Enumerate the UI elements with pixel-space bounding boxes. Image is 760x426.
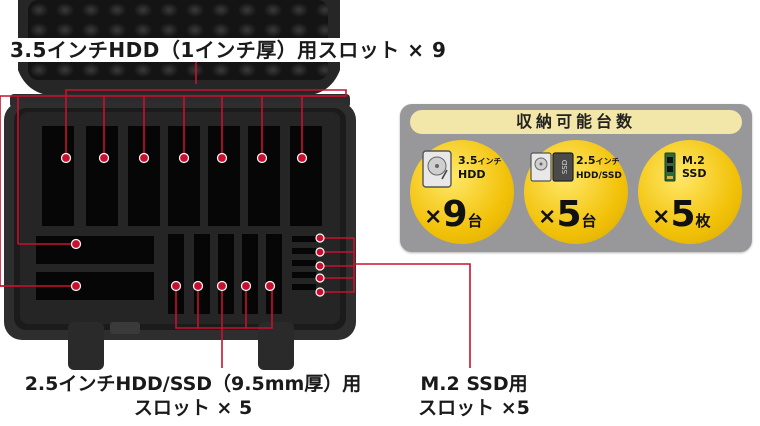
capacity-item-m2-ssd: M.2 SSD ×5枚 bbox=[638, 140, 742, 244]
callout-dots bbox=[60, 152, 325, 297]
capacity-panel: 収納可能台数 3.5インチ HDD ×9台 SSD 2.5インチ HDD/SSD bbox=[400, 104, 752, 252]
m2-ssd-icon bbox=[664, 152, 676, 182]
slots-m2 bbox=[292, 236, 316, 290]
capacity-panel-title: 収納可能台数 bbox=[410, 110, 742, 134]
svg-text:SSD: SSD bbox=[561, 160, 569, 174]
slots-3-5-inch bbox=[36, 126, 322, 300]
callout-3-5-inch-text: 3.5インチHDD（1インチ厚）用スロット × 9 bbox=[8, 38, 449, 62]
m2-ssd-times: × bbox=[652, 204, 671, 230]
m2-ssd-size: M.2 bbox=[682, 154, 705, 167]
case-body bbox=[4, 102, 356, 370]
hdd-3-5-kind: HDD bbox=[458, 168, 486, 181]
hdd-3-5-inch-unit: インチ bbox=[477, 157, 502, 166]
hdd-ssd-2-5-icon: SSD bbox=[530, 152, 574, 182]
hdd-3-5-size: 3.5 bbox=[458, 154, 478, 167]
callout-2-5-inch-slots: 2.5インチHDD/SSD（9.5mm厚）用 スロット × 5 bbox=[18, 372, 368, 420]
hdd-3-5-times: × bbox=[424, 204, 443, 230]
callout-2-5-inch-line1: 2.5インチHDD/SSD（9.5mm厚）用 bbox=[24, 373, 362, 395]
m2-ssd-kind: SSD bbox=[682, 167, 707, 180]
callout-m2-line2: スロット ×5 bbox=[418, 397, 530, 419]
hdd-3-5-count: 9 bbox=[442, 194, 468, 235]
case-latches bbox=[68, 322, 294, 370]
callout-3-5-inch-slots: 3.5インチHDD（1インチ厚）用スロット × 9 bbox=[8, 34, 449, 63]
slots-2-5-inch bbox=[168, 234, 282, 314]
m2-ssd-unit: 枚 bbox=[695, 212, 711, 230]
capacity-item-hdd-3-5: 3.5インチ HDD ×9台 bbox=[410, 140, 514, 244]
hdd-ssd-2-5-times: × bbox=[538, 204, 557, 230]
capacity-item-hdd-ssd-2-5: SSD 2.5インチ HDD/SSD ×5台 bbox=[524, 140, 628, 244]
hdd-ssd-2-5-unit: 台 bbox=[581, 212, 597, 230]
hdd-3-5-unit: 台 bbox=[467, 212, 483, 230]
hdd-ssd-2-5-kind: HDD/SSD bbox=[576, 171, 622, 181]
callout-2-5-inch-line2: スロット × 5 bbox=[133, 397, 253, 419]
m2-ssd-count: 5 bbox=[670, 194, 696, 235]
hdd-ssd-2-5-inch-unit: インチ bbox=[595, 157, 620, 166]
callout-lines bbox=[0, 62, 471, 368]
hdd-ssd-2-5-size: 2.5 bbox=[576, 154, 596, 167]
callout-m2-slots: M.2 SSD用 スロット ×5 bbox=[404, 372, 544, 420]
callout-m2-line1: M.2 SSD用 bbox=[420, 373, 528, 395]
hdd-3-5-icon bbox=[422, 150, 452, 188]
hdd-ssd-2-5-count: 5 bbox=[556, 194, 582, 235]
